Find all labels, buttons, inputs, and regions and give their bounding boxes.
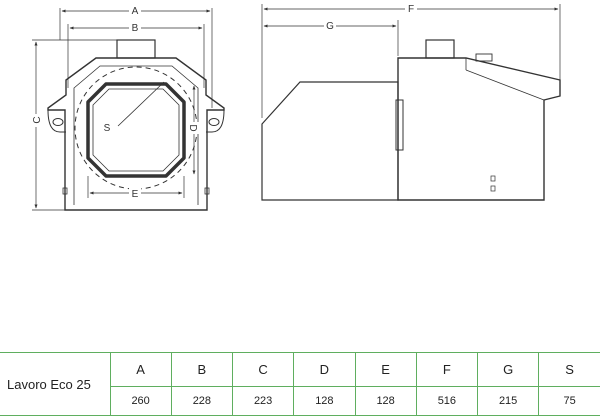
header-cell: S [538,352,600,387]
side-view [261,39,561,201]
label-d: D [187,124,198,131]
side-dimension-labels: F G [324,2,417,32]
value-cell: 128 [293,386,356,416]
side-burner-tube [261,81,399,201]
side-connector [475,53,493,62]
header-cell: G [476,352,540,387]
burner-tube-octagon [86,82,186,178]
value-cell: 223 [231,386,295,416]
value-cell: 516 [415,386,479,416]
value-cell: 128 [354,386,417,416]
label-e: E [132,189,139,200]
model-name-cell: Lavoro Eco 25 [0,352,111,416]
header-cell: F [415,352,479,387]
value-cell: 215 [476,386,540,416]
label-b: B [132,23,139,34]
front-housing-outline [47,57,225,211]
value-cell: 228 [170,386,234,416]
label-f: F [408,4,414,15]
side-top-port [425,39,455,59]
table-header-row: Lavoro Eco 25 A B C D E F G S [0,352,600,416]
front-dimension-labels: A B C D E S [30,4,200,200]
label-a: A [132,6,139,17]
label-c: C [32,116,43,123]
header-cell: A [109,352,172,387]
front-top-port [116,39,156,59]
side-flange [395,99,404,151]
s-leader-line [117,81,165,127]
header-cell: B [170,352,234,387]
right-mount-hole [208,118,220,126]
burner-technical-drawing: A B C D E S F G [30,2,561,211]
specification-table: Lavoro Eco 25 A B C D E F G S 260 228 22… [0,352,600,416]
label-g: G [326,21,334,32]
value-cell: 260 [110,386,172,416]
side-main-body [397,57,561,201]
header-cell: D [293,352,356,387]
left-mount-hole [52,118,64,126]
header-cell: E [354,352,417,387]
side-dimensions [261,4,561,118]
label-s: S [104,123,111,134]
header-cell: C [231,352,295,387]
value-cell: 75 [538,386,600,416]
